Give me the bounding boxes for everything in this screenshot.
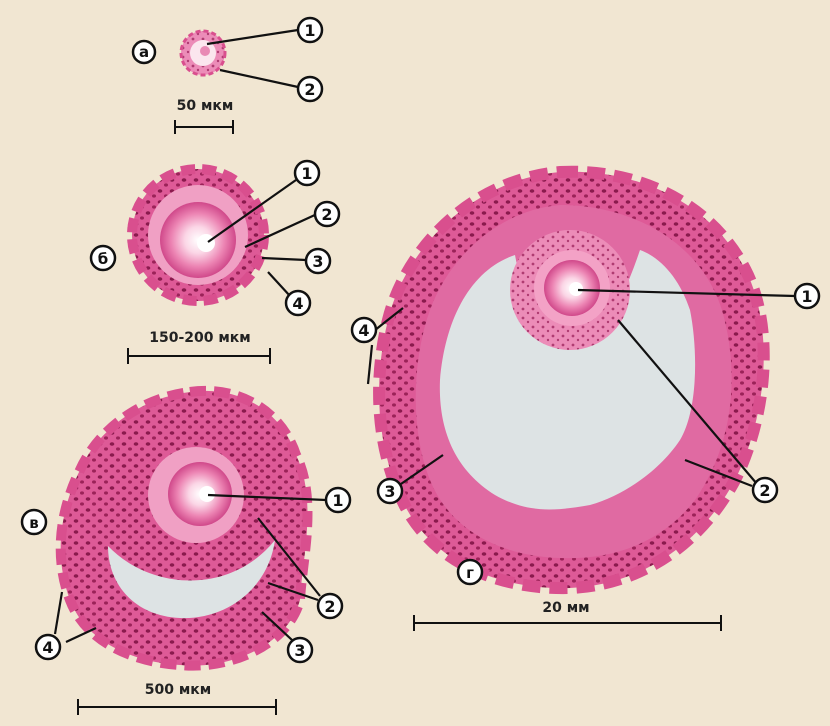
callout-number: 4 [42,638,53,657]
stage-g-letter: г [466,564,474,582]
stage-a-callout-1: 1 [298,18,322,42]
callout-number: 2 [304,80,315,99]
stage-g-callout-3: 3 [378,479,402,503]
callout-number: 1 [332,491,343,510]
stage-b-leader-4 [268,272,290,296]
callout-number: 1 [304,21,315,40]
stage-g-scale-bar: 20 мм [414,600,721,631]
stage-v-callout-1: 1 [326,488,350,512]
callout-number: 3 [312,252,323,271]
stage-g-callout-1: 1 [795,284,819,308]
stage-b-letter-badge: б [91,246,115,270]
stage-a-letter-badge: а [133,41,155,63]
stage-g-graafian-follicle: г 1 2 3 4 20 мм [352,172,819,631]
stage-v-letter-badge: в [22,510,46,534]
stage-g-callout-2: 2 [753,478,777,502]
callout-number: 1 [801,287,812,306]
stage-b-leader-3 [262,258,306,260]
stage-b-callout-3: 3 [306,249,330,273]
stage-v-scale-bar: 500 мкм [78,682,276,715]
stage-b-callout-4: 4 [286,291,310,315]
stage-a-callout-2: 2 [298,77,322,101]
stage-b-scale-bar: 150-200 мкм [128,330,270,364]
stage-a-scale-label: 50 мкм [177,98,234,114]
stage-b-nucleus [197,234,215,252]
stage-g-scale-label: 20 мм [542,600,589,616]
stage-g-callout-4: 4 [352,318,376,342]
stage-v-scale-label: 500 мкм [145,682,212,698]
stage-a-leader-1 [207,30,298,44]
stage-v-callout-2: 2 [318,594,342,618]
stage-v-secondary-follicle: в 1 2 3 4 500 мкм [22,391,350,715]
stage-a-nucleus [200,46,210,56]
callout-number: 3 [294,641,305,660]
stage-g-leader-4b [368,345,372,384]
stage-b-scale-label: 150-200 мкм [149,330,251,346]
callout-number: 1 [301,164,312,183]
stage-a-scale-bar: 50 мкм [175,98,233,134]
callout-number: 2 [321,205,332,224]
stage-v-letter: в [29,514,39,532]
stage-b-primary-follicle: б 1 2 3 4 150-200 мкм [91,161,339,364]
stage-v-leader-4b [66,628,96,642]
stage-v-nucleus [199,486,215,502]
stage-v-leader-4a [55,592,62,634]
stage-b-callout-1: 1 [295,161,319,185]
callout-number: 3 [384,482,395,501]
callout-number: 4 [358,321,369,340]
callout-number: 2 [759,481,770,500]
stage-g-letter-badge: г [458,560,482,584]
stage-v-callout-3: 3 [288,638,312,662]
callout-number: 4 [292,294,303,313]
stage-a-letter: а [139,43,149,61]
stage-b-letter: б [98,250,108,268]
stage-b-callout-2: 2 [315,202,339,226]
stage-a-primordial-follicle: а 1 2 50 мкм [133,18,322,134]
stage-v-callout-4: 4 [36,635,60,659]
stage-a-leader-2 [220,70,298,87]
callout-number: 2 [324,597,335,616]
